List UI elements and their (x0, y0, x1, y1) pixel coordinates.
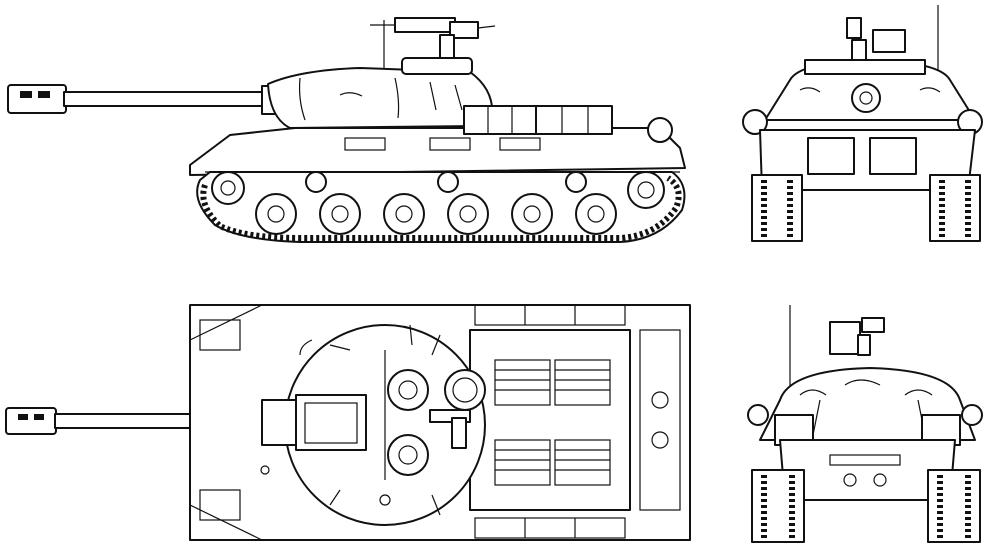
tank-rear-view-icon (747, 305, 983, 543)
stowage-boxes (463, 105, 613, 135)
tank-top-view-icon (5, 304, 691, 541)
anti-aircraft-gun-icon (370, 17, 496, 61)
tank-front-view-icon (742, 5, 983, 242)
turret (267, 67, 494, 129)
road-wheels (211, 171, 665, 235)
tank-side-view-icon (7, 17, 686, 243)
main-gun-barrel (7, 84, 293, 115)
hull (189, 127, 686, 176)
